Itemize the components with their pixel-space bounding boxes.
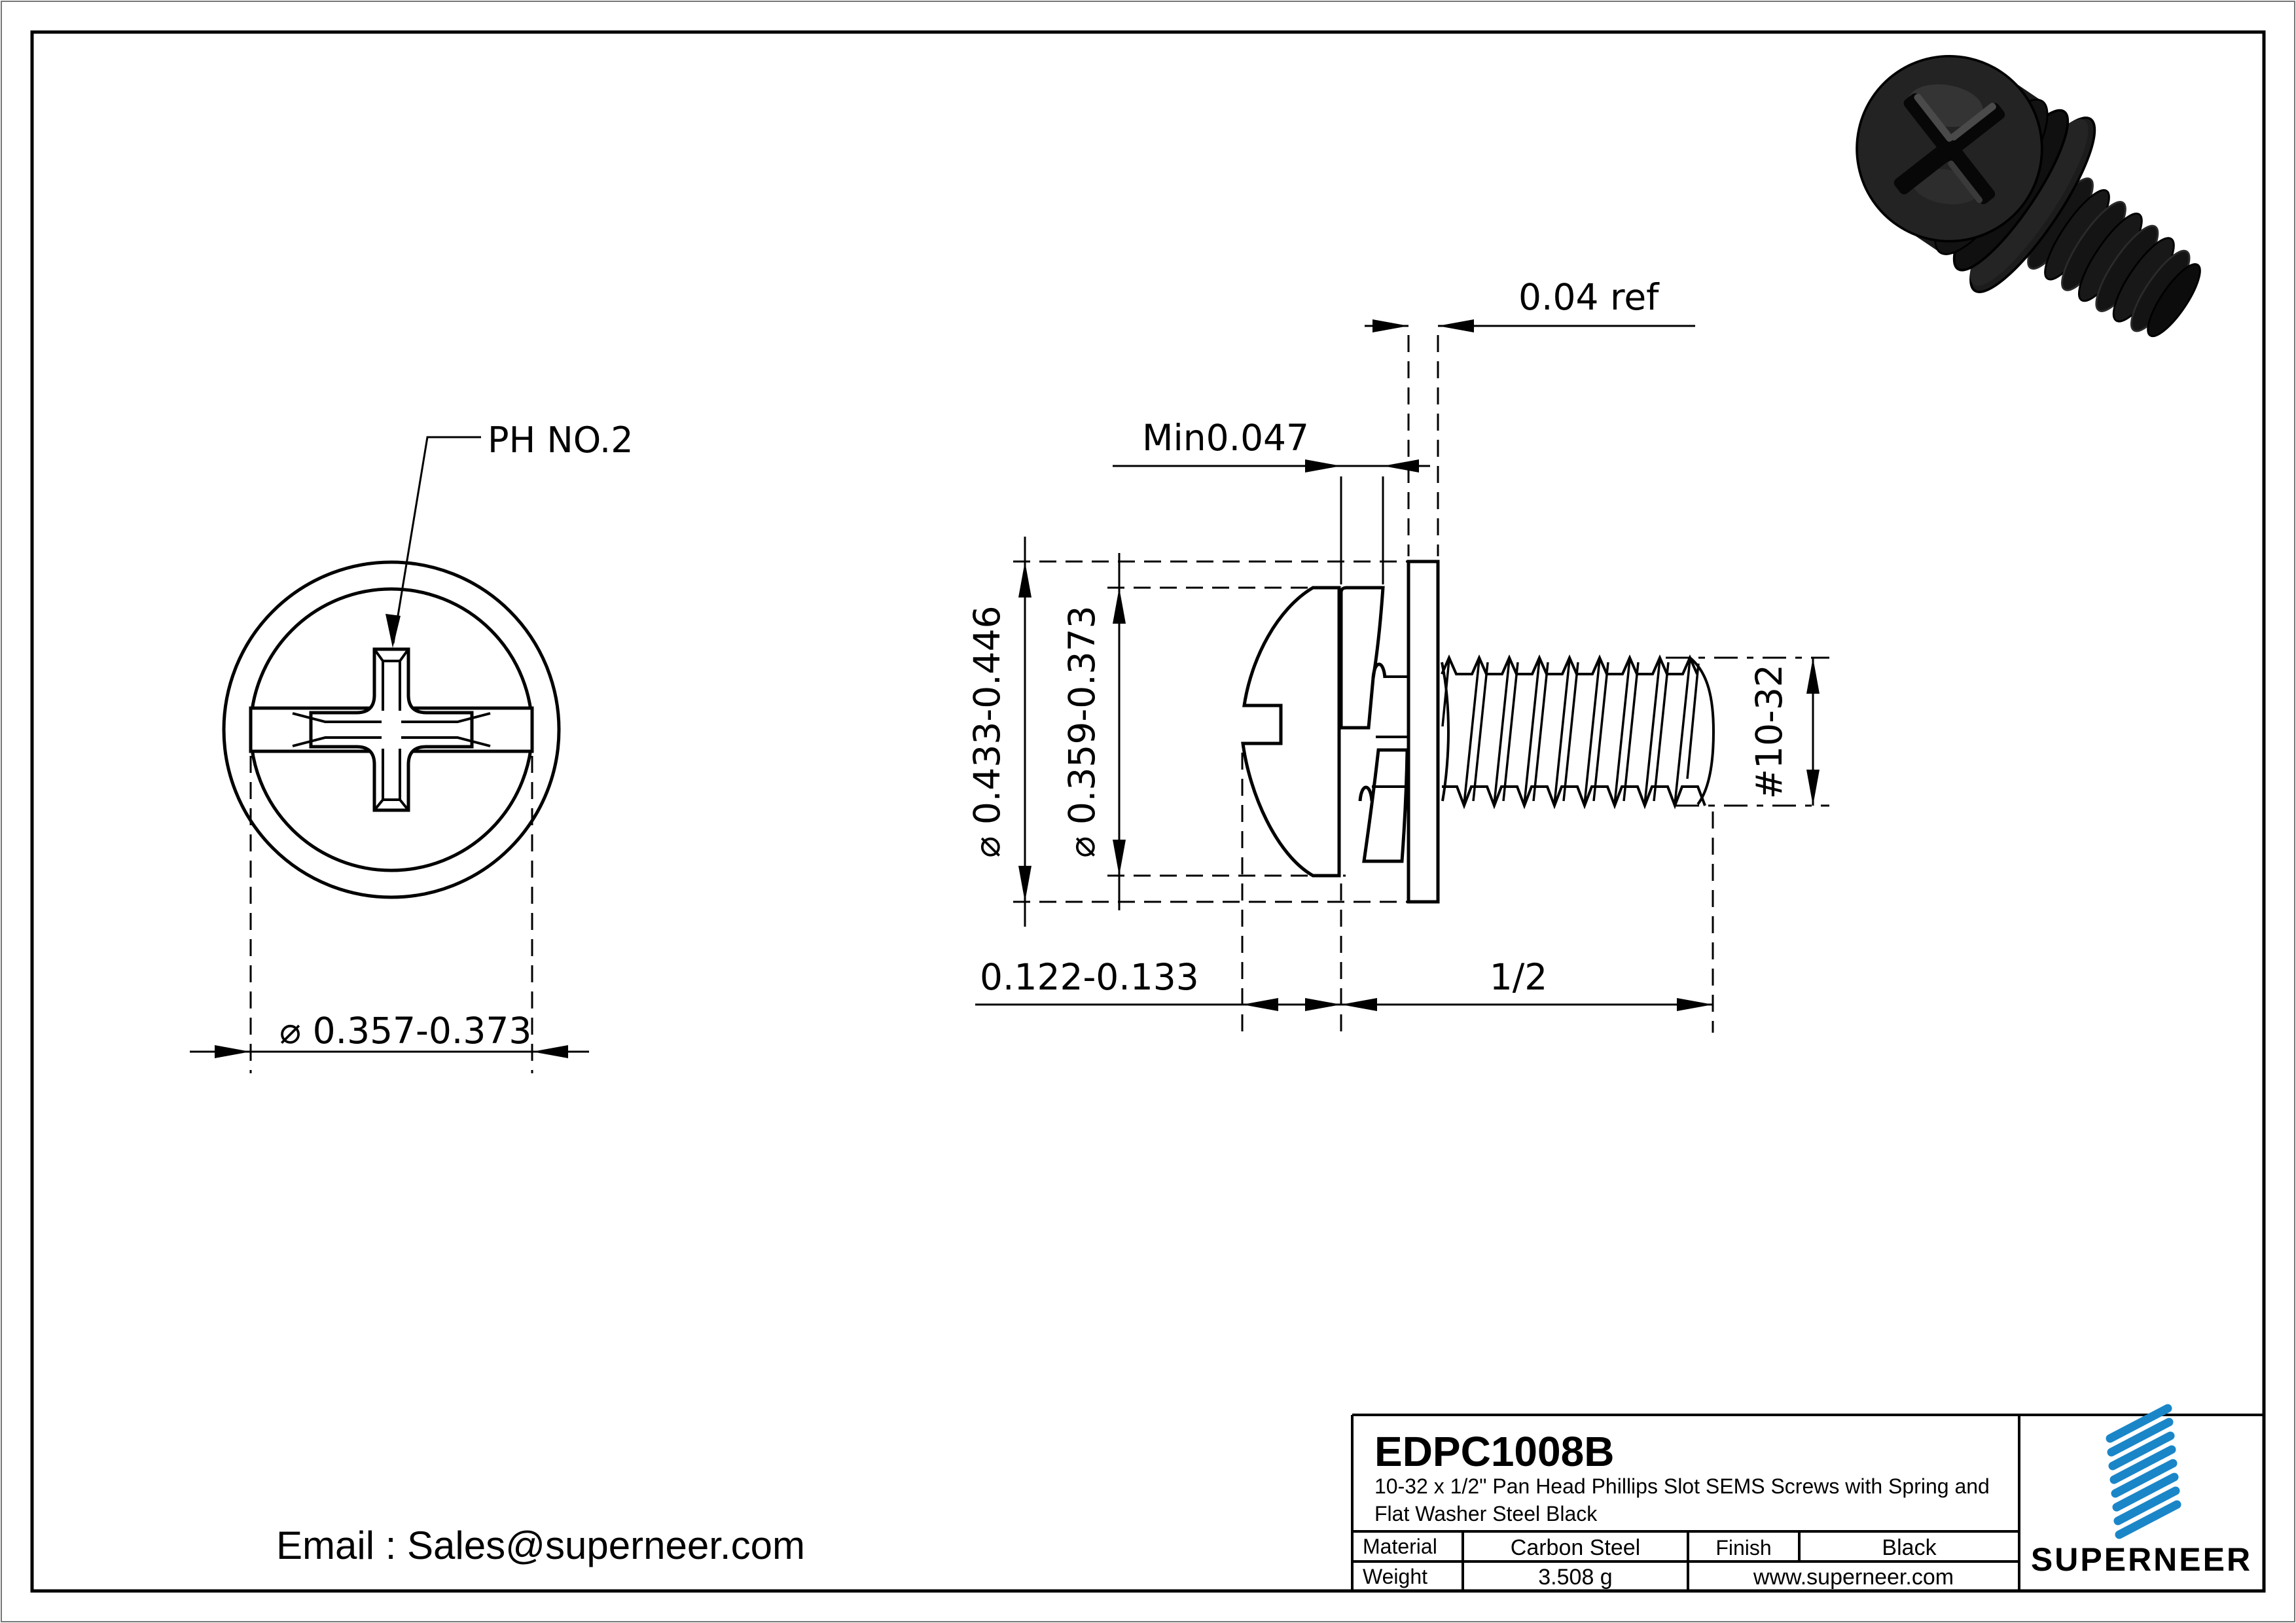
pan-head-profile	[1241, 586, 1341, 878]
washer-outline-circle	[222, 560, 561, 899]
spring-washer-lower	[1362, 748, 1409, 863]
spring-washer-curl-top	[1371, 662, 1387, 679]
phillips-recess-3d	[1893, 93, 2005, 204]
thread-end-cap	[1689, 656, 1715, 806]
finish-label: Finish	[1715, 1536, 1771, 1560]
thread-length-label: 1/2	[1490, 956, 1548, 998]
contact-email[interactable]: Email : Sales@superneer.com	[276, 1524, 805, 1567]
spring-washer-curl-bottom	[1358, 785, 1374, 802]
thread-spec-label: #10-32	[1748, 664, 1790, 799]
title-block	[1351, 1414, 2264, 1591]
thread-profile	[1441, 654, 1715, 810]
description-line2: Flat Washer Steel Black	[1374, 1502, 1598, 1525]
phillips-recess-detail	[292, 648, 491, 812]
phillips-cross-outline	[309, 647, 474, 812]
brand-logo	[2106, 1404, 2181, 1539]
part-number: EDPC1008B	[1374, 1428, 1614, 1475]
arrowhead	[532, 1045, 568, 1058]
finish-value: Black	[1882, 1535, 1937, 1560]
side-view-dimensions	[975, 319, 1829, 1033]
arrowhead	[386, 614, 401, 648]
weight-value: 3.508 g	[1538, 1565, 1612, 1590]
flat-washer-thickness-label: 0.04 ref	[1518, 276, 1660, 318]
weight-label: Weight	[1363, 1565, 1427, 1588]
spring-washer-upper	[1339, 586, 1385, 730]
flat-washer-profile	[1407, 560, 1440, 904]
website-link[interactable]: www.superneer.com	[1753, 1565, 1954, 1590]
side-view	[1241, 560, 1715, 904]
thread-crest-top	[1441, 654, 1698, 675]
drawing-frame	[30, 30, 2266, 1593]
front-view-dimensions	[190, 436, 589, 1073]
drive-label: PH NO.2	[488, 419, 634, 461]
description-line1: 10-32 x 1/2" Pan Head Phillips Slot SEMS…	[1374, 1474, 1990, 1498]
washer-od-label: ⌀ 0.433-0.446	[966, 605, 1008, 857]
spring-washer-min-label: Min0.047	[1142, 417, 1309, 459]
head-od-label: ⌀ 0.359-0.373	[1061, 605, 1103, 857]
arrowhead	[215, 1045, 251, 1058]
shank-edges	[1372, 675, 1408, 788]
screw-3d-render	[1856, 54, 2201, 338]
thread-flanks	[1441, 659, 1700, 804]
brand-name: SUPERNEER	[2031, 1541, 2252, 1578]
front-view	[222, 560, 561, 899]
head-diameter-label: ⌀ 0.357-0.373	[279, 1010, 531, 1052]
thread-crest-bottom	[1442, 785, 1706, 810]
leader-line	[392, 436, 481, 644]
head-height-label: 0.122-0.133	[980, 956, 1199, 998]
material-value: Carbon Steel	[1511, 1535, 1640, 1560]
material-label: Material	[1363, 1535, 1437, 1558]
